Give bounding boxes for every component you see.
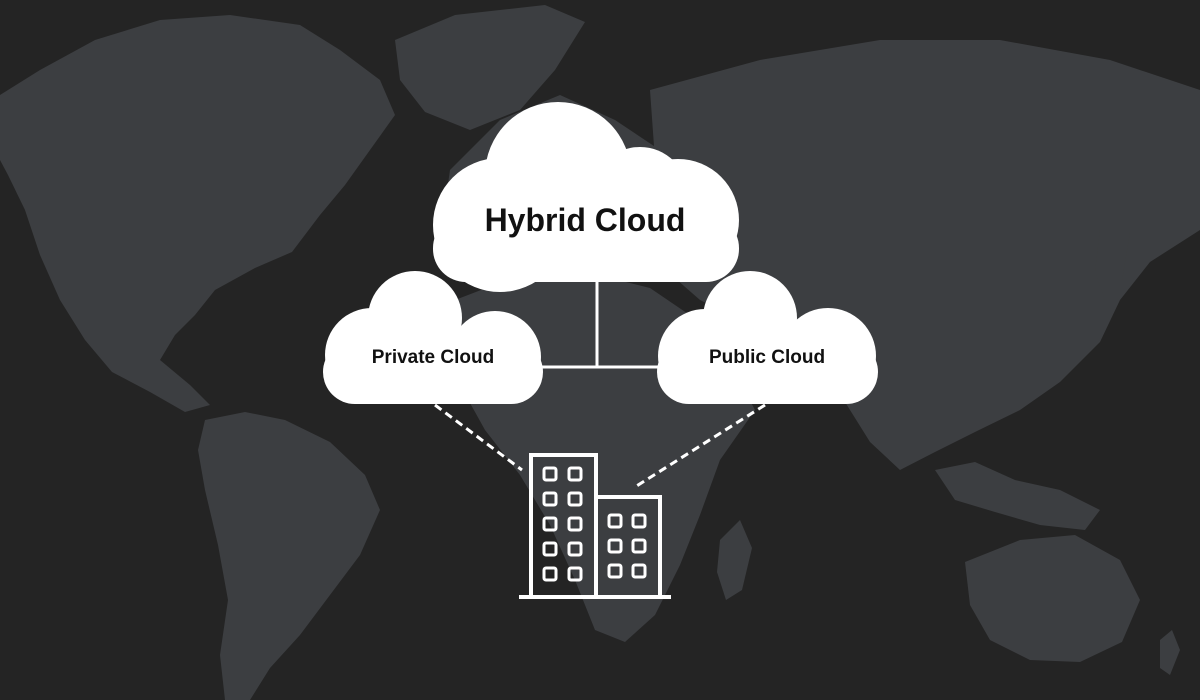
continent-north-america xyxy=(0,15,395,412)
office-building-icon xyxy=(519,453,671,599)
public-cloud-label: Public Cloud xyxy=(708,347,826,368)
private-cloud-icon xyxy=(323,271,543,404)
public-cloud-icon xyxy=(657,271,878,404)
solid-connectors xyxy=(540,280,660,369)
hybrid-cloud-icon xyxy=(433,102,739,292)
continent-asia xyxy=(650,40,1200,470)
hybrid-cloud-label: Hybrid Cloud xyxy=(484,202,686,238)
island-japan xyxy=(1095,210,1130,300)
continent-australia xyxy=(965,535,1140,662)
islands-southeast-asia xyxy=(935,462,1100,530)
private-cloud-label: Private Cloud xyxy=(371,347,495,368)
island-greenland xyxy=(395,5,585,130)
continent-south-america xyxy=(198,412,380,700)
island-new-zealand xyxy=(1160,630,1180,675)
island-madagascar xyxy=(717,520,752,600)
dashed-connectors xyxy=(434,403,766,489)
connector-private-onprem xyxy=(434,403,523,472)
